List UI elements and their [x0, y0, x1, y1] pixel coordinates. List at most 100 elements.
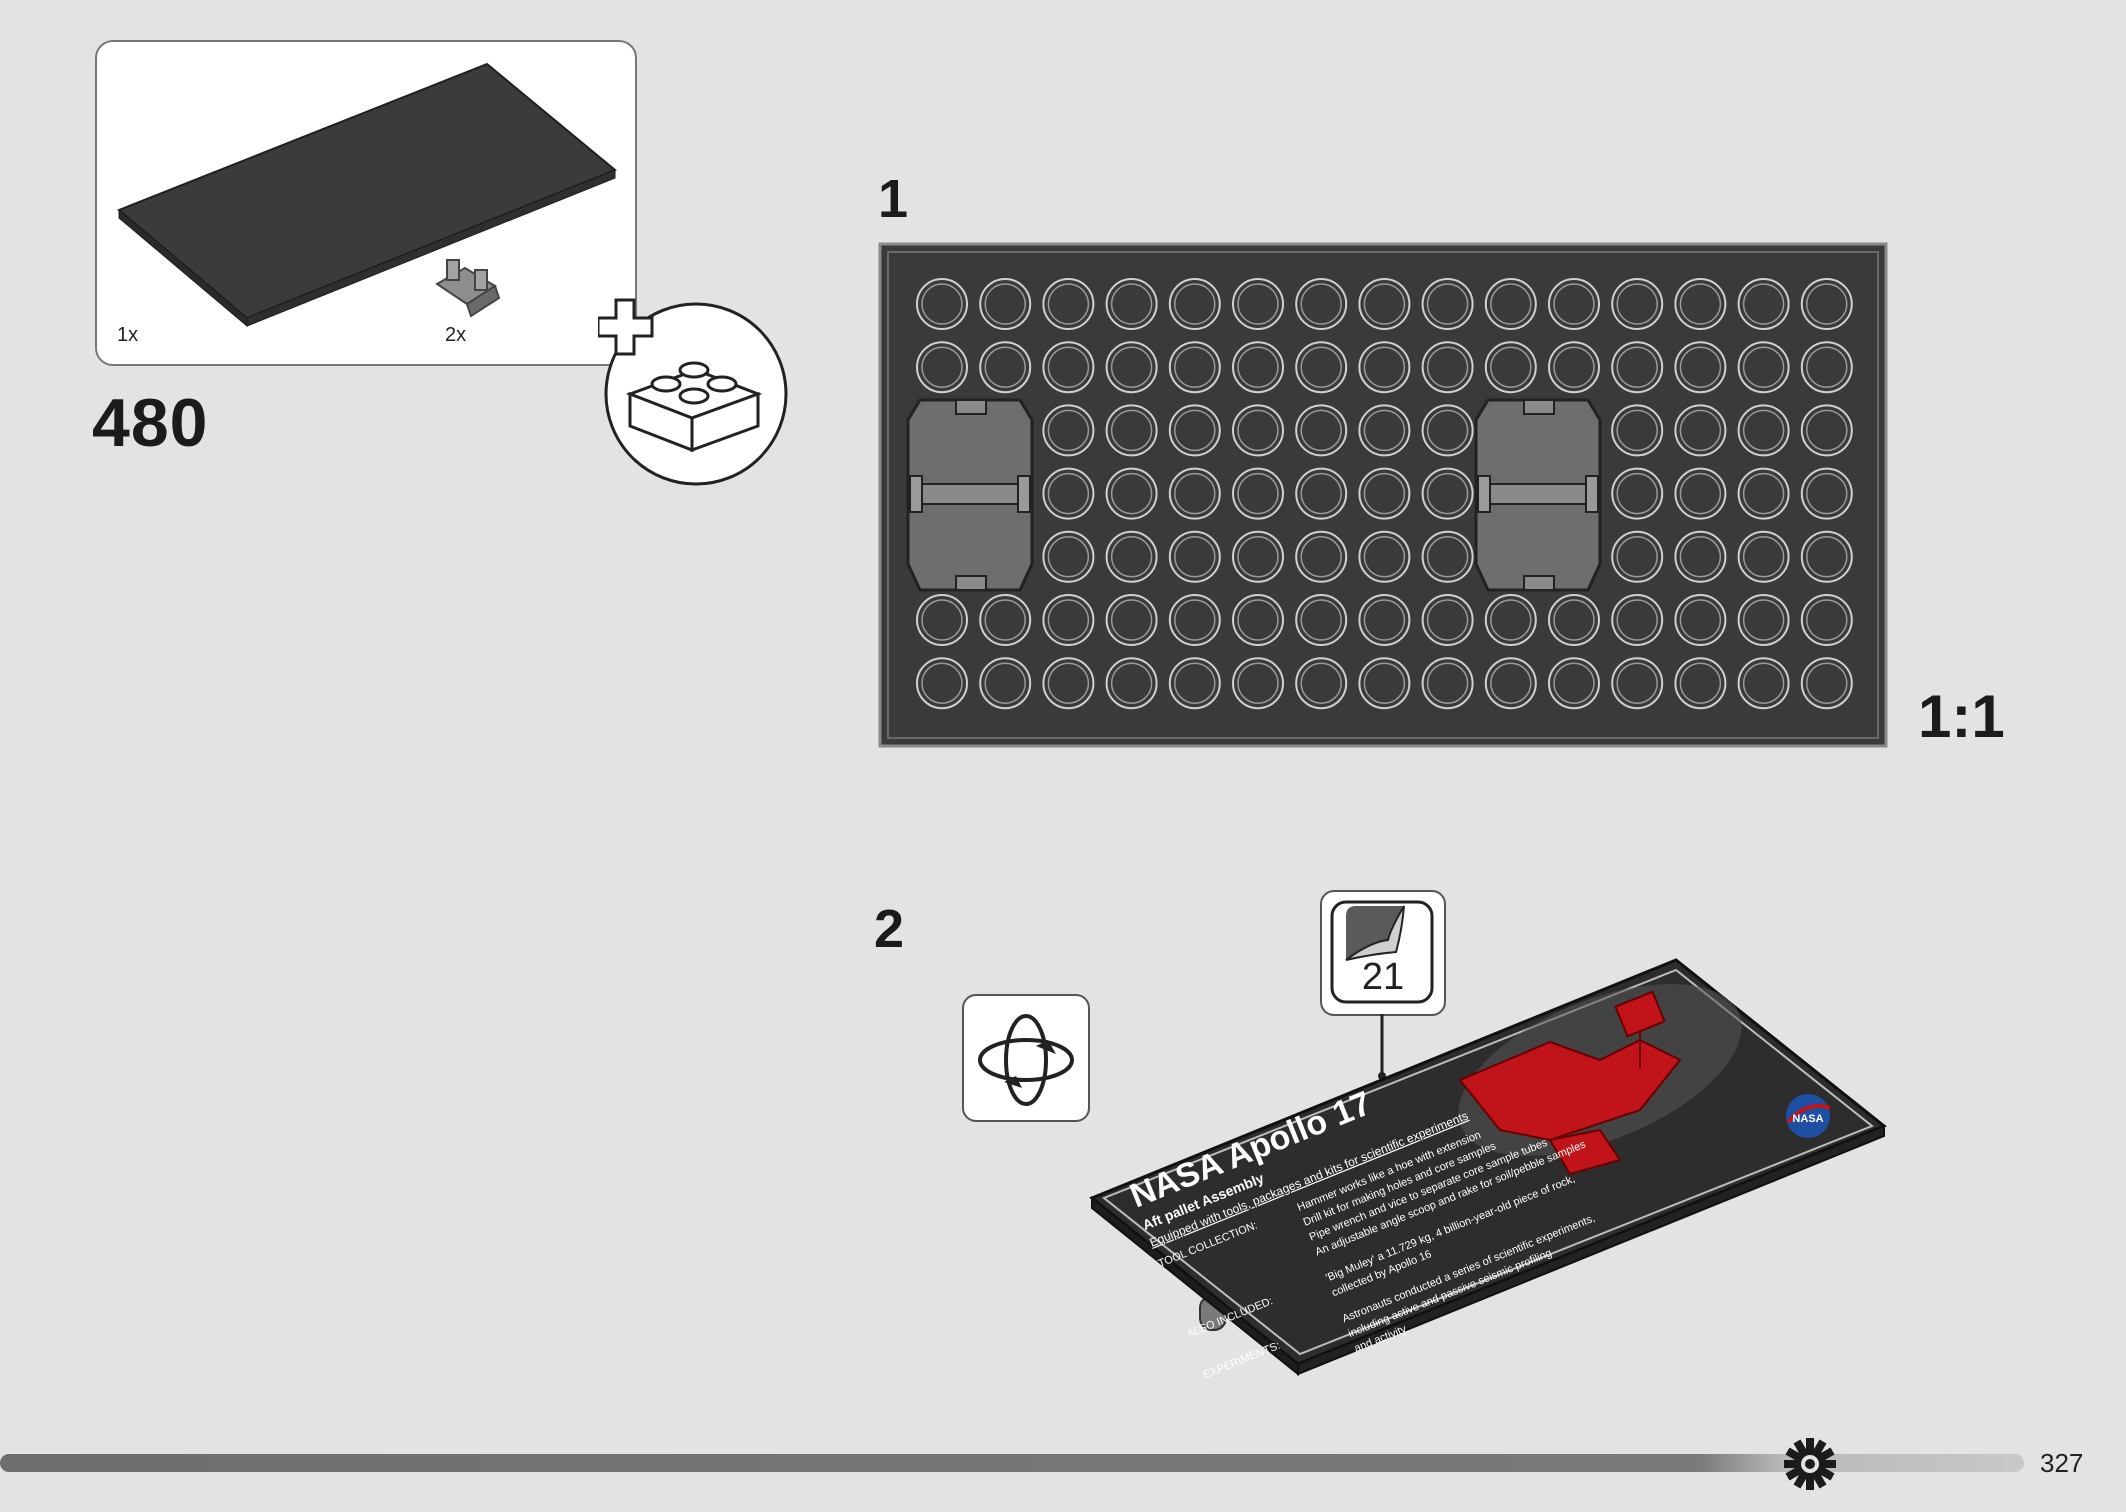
plate-stud — [1421, 278, 1474, 330]
hinge-clip-right — [1474, 398, 1602, 592]
add-brick-icon — [598, 298, 788, 486]
plate-stud — [916, 341, 968, 394]
plate-stud — [1042, 657, 1095, 710]
plate-stud — [1358, 594, 1411, 646]
plate-stud — [1674, 657, 1727, 710]
plate-stud — [1800, 657, 1853, 710]
plate-stud-inner — [1174, 536, 1216, 578]
plate-stud — [1105, 278, 1158, 330]
plate-stud-inner — [1806, 472, 1848, 515]
plate-stud-inner — [1300, 599, 1342, 641]
plate-stud — [1548, 657, 1600, 710]
plate-stud — [1674, 594, 1727, 646]
plate-stud-inner — [984, 346, 1026, 388]
settings-gear-icon — [1784, 1438, 1836, 1490]
part-quantity-clip: 2x — [445, 324, 467, 346]
plate-stud-inner — [1237, 283, 1279, 325]
plate-stud-inner — [1679, 409, 1722, 452]
plate-stud — [1168, 404, 1221, 457]
plate-stud — [1042, 530, 1095, 583]
plate-stud-inner — [1363, 662, 1406, 704]
plate-stud — [1295, 404, 1348, 457]
plate-stud-inner — [1553, 662, 1595, 704]
plate-stud-inner — [1363, 472, 1406, 515]
plate-stud-inner — [1679, 472, 1722, 515]
plate-stud-inner — [1806, 662, 1848, 704]
plate-stud-inner — [1300, 472, 1342, 515]
plate-stud-inner — [1553, 346, 1595, 388]
plate-stud — [1548, 278, 1600, 330]
step-group-number: 480 — [92, 385, 209, 461]
plate-stud-inner — [1742, 536, 1785, 578]
plate-stud-inner — [1553, 283, 1595, 325]
plate-stud — [1295, 594, 1348, 646]
plate-stud — [1800, 278, 1853, 330]
plate-stud-inner — [1742, 599, 1785, 641]
plate-stud — [979, 657, 1032, 710]
plate-stud-inner — [1237, 409, 1279, 452]
plate-stud — [1358, 657, 1411, 710]
plate-stud — [1737, 594, 1790, 646]
plate-stud-inner — [1174, 283, 1216, 325]
plate-stud — [1105, 467, 1158, 520]
plate-stud-inner — [1237, 472, 1279, 515]
plate-stud-inner — [1047, 409, 1090, 452]
step-1-number: 1 — [878, 169, 909, 229]
plate-stud — [1421, 341, 1474, 394]
plate-stud — [916, 278, 968, 330]
rotate-model-callout — [962, 994, 1090, 1122]
plate-stud-inner — [1110, 536, 1153, 578]
plate-stud-inner — [1047, 283, 1090, 325]
plate-stud-inner — [1300, 346, 1342, 388]
gear-tooth — [1806, 1476, 1814, 1490]
plate-stud — [1358, 467, 1411, 520]
plate-stud — [1421, 657, 1474, 710]
plate-stud-inner — [1426, 599, 1469, 641]
plate-stud-inner — [1110, 283, 1153, 325]
plate-stud-inner — [1300, 536, 1342, 578]
plate-stud — [1105, 657, 1158, 710]
plate-stud — [1232, 278, 1284, 330]
plate-stud-inner — [921, 599, 963, 641]
plate-stud-inner — [1426, 472, 1469, 515]
plate-stud — [1674, 341, 1727, 394]
plate-stud-inner — [921, 662, 963, 704]
plate-stud-inner — [1110, 346, 1153, 388]
plate-stud — [1358, 404, 1411, 457]
hinge-clip-left — [906, 398, 1034, 592]
plate-stud — [1737, 341, 1790, 394]
plate-stud-inner — [1742, 346, 1785, 388]
plate-stud-inner — [1363, 346, 1406, 388]
svg-text:NASA: NASA — [1792, 1113, 1823, 1125]
plate-stud — [1421, 467, 1474, 520]
plate-stud — [1295, 467, 1348, 520]
plate-stud — [1800, 530, 1853, 583]
plate-stud — [1105, 341, 1158, 394]
plate-stud-inner — [1237, 536, 1279, 578]
plate-stud — [1737, 278, 1790, 330]
plate-stud — [1232, 467, 1284, 520]
scale-label: 1:1 — [1918, 683, 2005, 750]
plaque-experiments-label: EXPERIMENTS: — [1202, 1340, 1282, 1382]
plate-stud-inner — [1426, 283, 1469, 325]
plate-stud-inner — [1679, 346, 1722, 388]
plate-stud-inner — [984, 283, 1026, 325]
plate-stud — [1674, 278, 1727, 330]
progress-track — [0, 1454, 2024, 1472]
plate-stud — [1548, 594, 1600, 646]
plate-stud — [1232, 341, 1284, 394]
plate-stud-inner — [1679, 283, 1722, 325]
plate-stud-inner — [1679, 662, 1722, 704]
plate-stud — [1358, 278, 1411, 330]
plate-stud — [1674, 404, 1727, 457]
plate-stud-inner — [1490, 599, 1532, 641]
plate-stud-inner — [1300, 662, 1342, 704]
plate-stud — [1674, 467, 1727, 520]
plate-stud-inner — [1806, 599, 1848, 641]
plate-stud — [1737, 404, 1790, 457]
plate-stud — [1611, 341, 1664, 394]
plate-stud-inner — [1806, 346, 1848, 388]
plate-stud — [1611, 467, 1664, 520]
plate-stud-inner — [1426, 536, 1469, 578]
progress-bar — [0, 1454, 2024, 1472]
